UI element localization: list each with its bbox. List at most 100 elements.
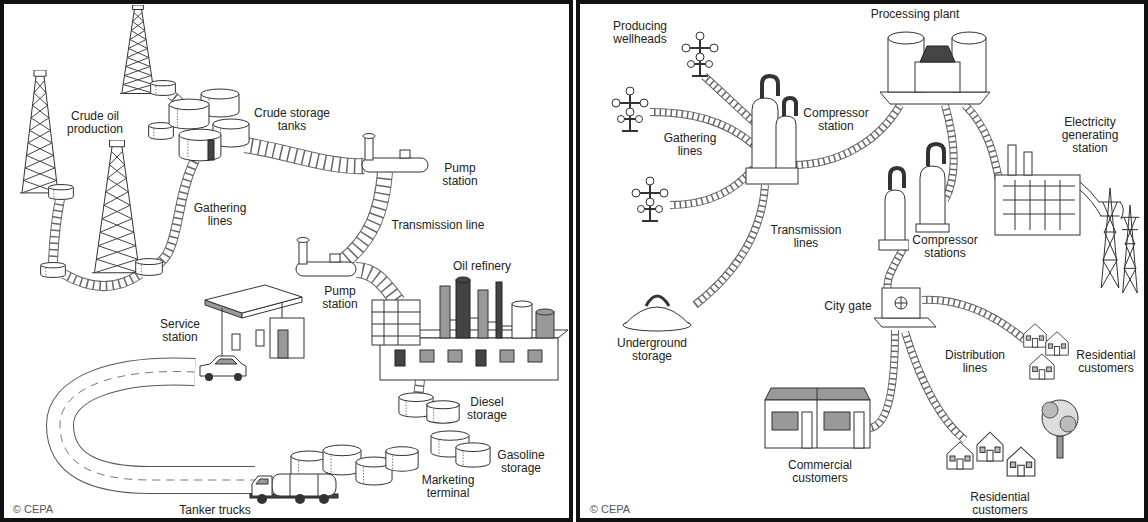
oil-pipeline-panel: Crude oil productionCrude storage tanksP… bbox=[0, 0, 573, 522]
plant-block bbox=[915, 62, 960, 92]
compressor-tank bbox=[920, 166, 945, 228]
facility-label: Pump station bbox=[319, 285, 361, 311]
oil-derrick bbox=[120, 5, 156, 94]
plant-roof bbox=[920, 46, 955, 62]
compressor-tank bbox=[776, 116, 796, 172]
transmission-pipe bbox=[340, 172, 385, 264]
pump-stack-cap bbox=[363, 134, 375, 139]
facility-label: Gathering lines bbox=[190, 202, 250, 228]
truck-window bbox=[256, 479, 268, 484]
transmission-pipe bbox=[356, 270, 398, 302]
house-symbol bbox=[1007, 447, 1035, 476]
tank-ladder bbox=[208, 140, 214, 160]
store-door bbox=[854, 412, 864, 448]
refinery-building bbox=[372, 300, 420, 345]
wellhead-symbol bbox=[612, 87, 648, 131]
crude-storage-tank bbox=[179, 129, 221, 161]
refinery-window bbox=[448, 350, 462, 362]
truck-wheel bbox=[319, 494, 329, 504]
refinery-vessel-top bbox=[512, 301, 532, 307]
facility-label: Pump station bbox=[439, 162, 481, 188]
tree-crown bbox=[1060, 416, 1076, 432]
facility-label: Transmission line bbox=[387, 219, 489, 232]
refinery-window bbox=[500, 350, 514, 362]
station-building bbox=[270, 318, 304, 358]
compressor-pipe bbox=[784, 98, 796, 116]
facility-label: Oil refinery bbox=[448, 260, 516, 273]
power-line bbox=[1080, 182, 1123, 219]
store-window bbox=[772, 412, 798, 430]
transmission-pipe bbox=[340, 172, 385, 264]
gathering-pipe bbox=[53, 199, 60, 264]
store-window bbox=[824, 412, 850, 430]
road-centre-line bbox=[60, 372, 255, 480]
compressor-tank bbox=[885, 190, 905, 245]
distribution-line bbox=[922, 300, 1025, 340]
refinery-vessel bbox=[536, 312, 554, 338]
transmission-line bbox=[792, 105, 900, 165]
wellhead-symbol bbox=[632, 177, 668, 221]
fuel-pump bbox=[256, 330, 264, 346]
wellsite-tank bbox=[49, 185, 74, 200]
facility-label: Gasoline storage bbox=[494, 449, 548, 475]
transmission-line bbox=[887, 245, 905, 290]
facility-label: Commercial customers bbox=[784, 459, 856, 485]
facility-label: Compressor station bbox=[800, 107, 872, 133]
terminal-tank bbox=[323, 445, 361, 475]
station-door bbox=[278, 330, 288, 358]
distribution-line bbox=[870, 330, 895, 428]
refinery-window bbox=[528, 350, 542, 362]
facility-label: Compressor stations bbox=[909, 234, 981, 260]
transmission-line bbox=[695, 185, 765, 305]
facility-label: Gathering lines bbox=[660, 132, 720, 158]
compressor-base bbox=[916, 224, 949, 232]
plant-cylinder-top bbox=[952, 32, 986, 44]
gate-valve bbox=[895, 297, 907, 309]
storage-dome bbox=[625, 307, 689, 324]
refinery-tower-top bbox=[456, 277, 470, 283]
power-plant-windows bbox=[1015, 180, 1060, 230]
diesel-tank bbox=[427, 401, 459, 423]
power-pylon bbox=[1099, 188, 1121, 288]
house-symbol bbox=[1024, 324, 1047, 347]
refinery-tower bbox=[456, 280, 470, 338]
car-window bbox=[215, 359, 237, 364]
pump-stack bbox=[365, 136, 373, 160]
gathering-line bbox=[670, 168, 754, 205]
road-surface bbox=[60, 372, 255, 480]
house-symbol bbox=[1030, 354, 1054, 379]
compressor-tank bbox=[752, 98, 778, 172]
refinery-vessel-top bbox=[536, 309, 554, 315]
refinery-door bbox=[395, 350, 405, 366]
pump-stack bbox=[299, 240, 307, 264]
store-door bbox=[802, 412, 812, 448]
transmission-line bbox=[945, 105, 954, 200]
refinery-frame bbox=[372, 300, 420, 345]
compressor-pipe bbox=[890, 168, 904, 190]
transmission-line bbox=[792, 105, 900, 165]
gathering-line bbox=[704, 76, 754, 122]
plant-platform bbox=[880, 92, 990, 104]
truck-tank-band bbox=[290, 474, 318, 496]
refinery-chimney bbox=[496, 282, 502, 338]
facility-label: Crude storage tanks bbox=[250, 107, 334, 133]
facility-label: Underground storage bbox=[613, 337, 691, 363]
refinery-window bbox=[420, 350, 434, 362]
gathering-pipe bbox=[64, 274, 140, 286]
facility-label: Distribution lines bbox=[941, 349, 1009, 375]
wellsite-tank bbox=[136, 259, 163, 276]
facility-label: Residential customers bbox=[967, 491, 1033, 517]
transmission-pipe bbox=[356, 270, 398, 302]
truck-wheel bbox=[295, 494, 305, 504]
facility-label: Marketing terminal bbox=[418, 474, 478, 500]
pump-stack-cap bbox=[297, 238, 309, 243]
refinery-tower bbox=[478, 290, 488, 338]
gate-platform bbox=[874, 318, 936, 327]
plant-cylinder-top bbox=[888, 32, 924, 44]
tree-trunk bbox=[1057, 436, 1063, 458]
oil-derrick bbox=[92, 140, 142, 273]
compressor-pipe bbox=[762, 76, 778, 98]
transmission-line bbox=[695, 185, 765, 305]
